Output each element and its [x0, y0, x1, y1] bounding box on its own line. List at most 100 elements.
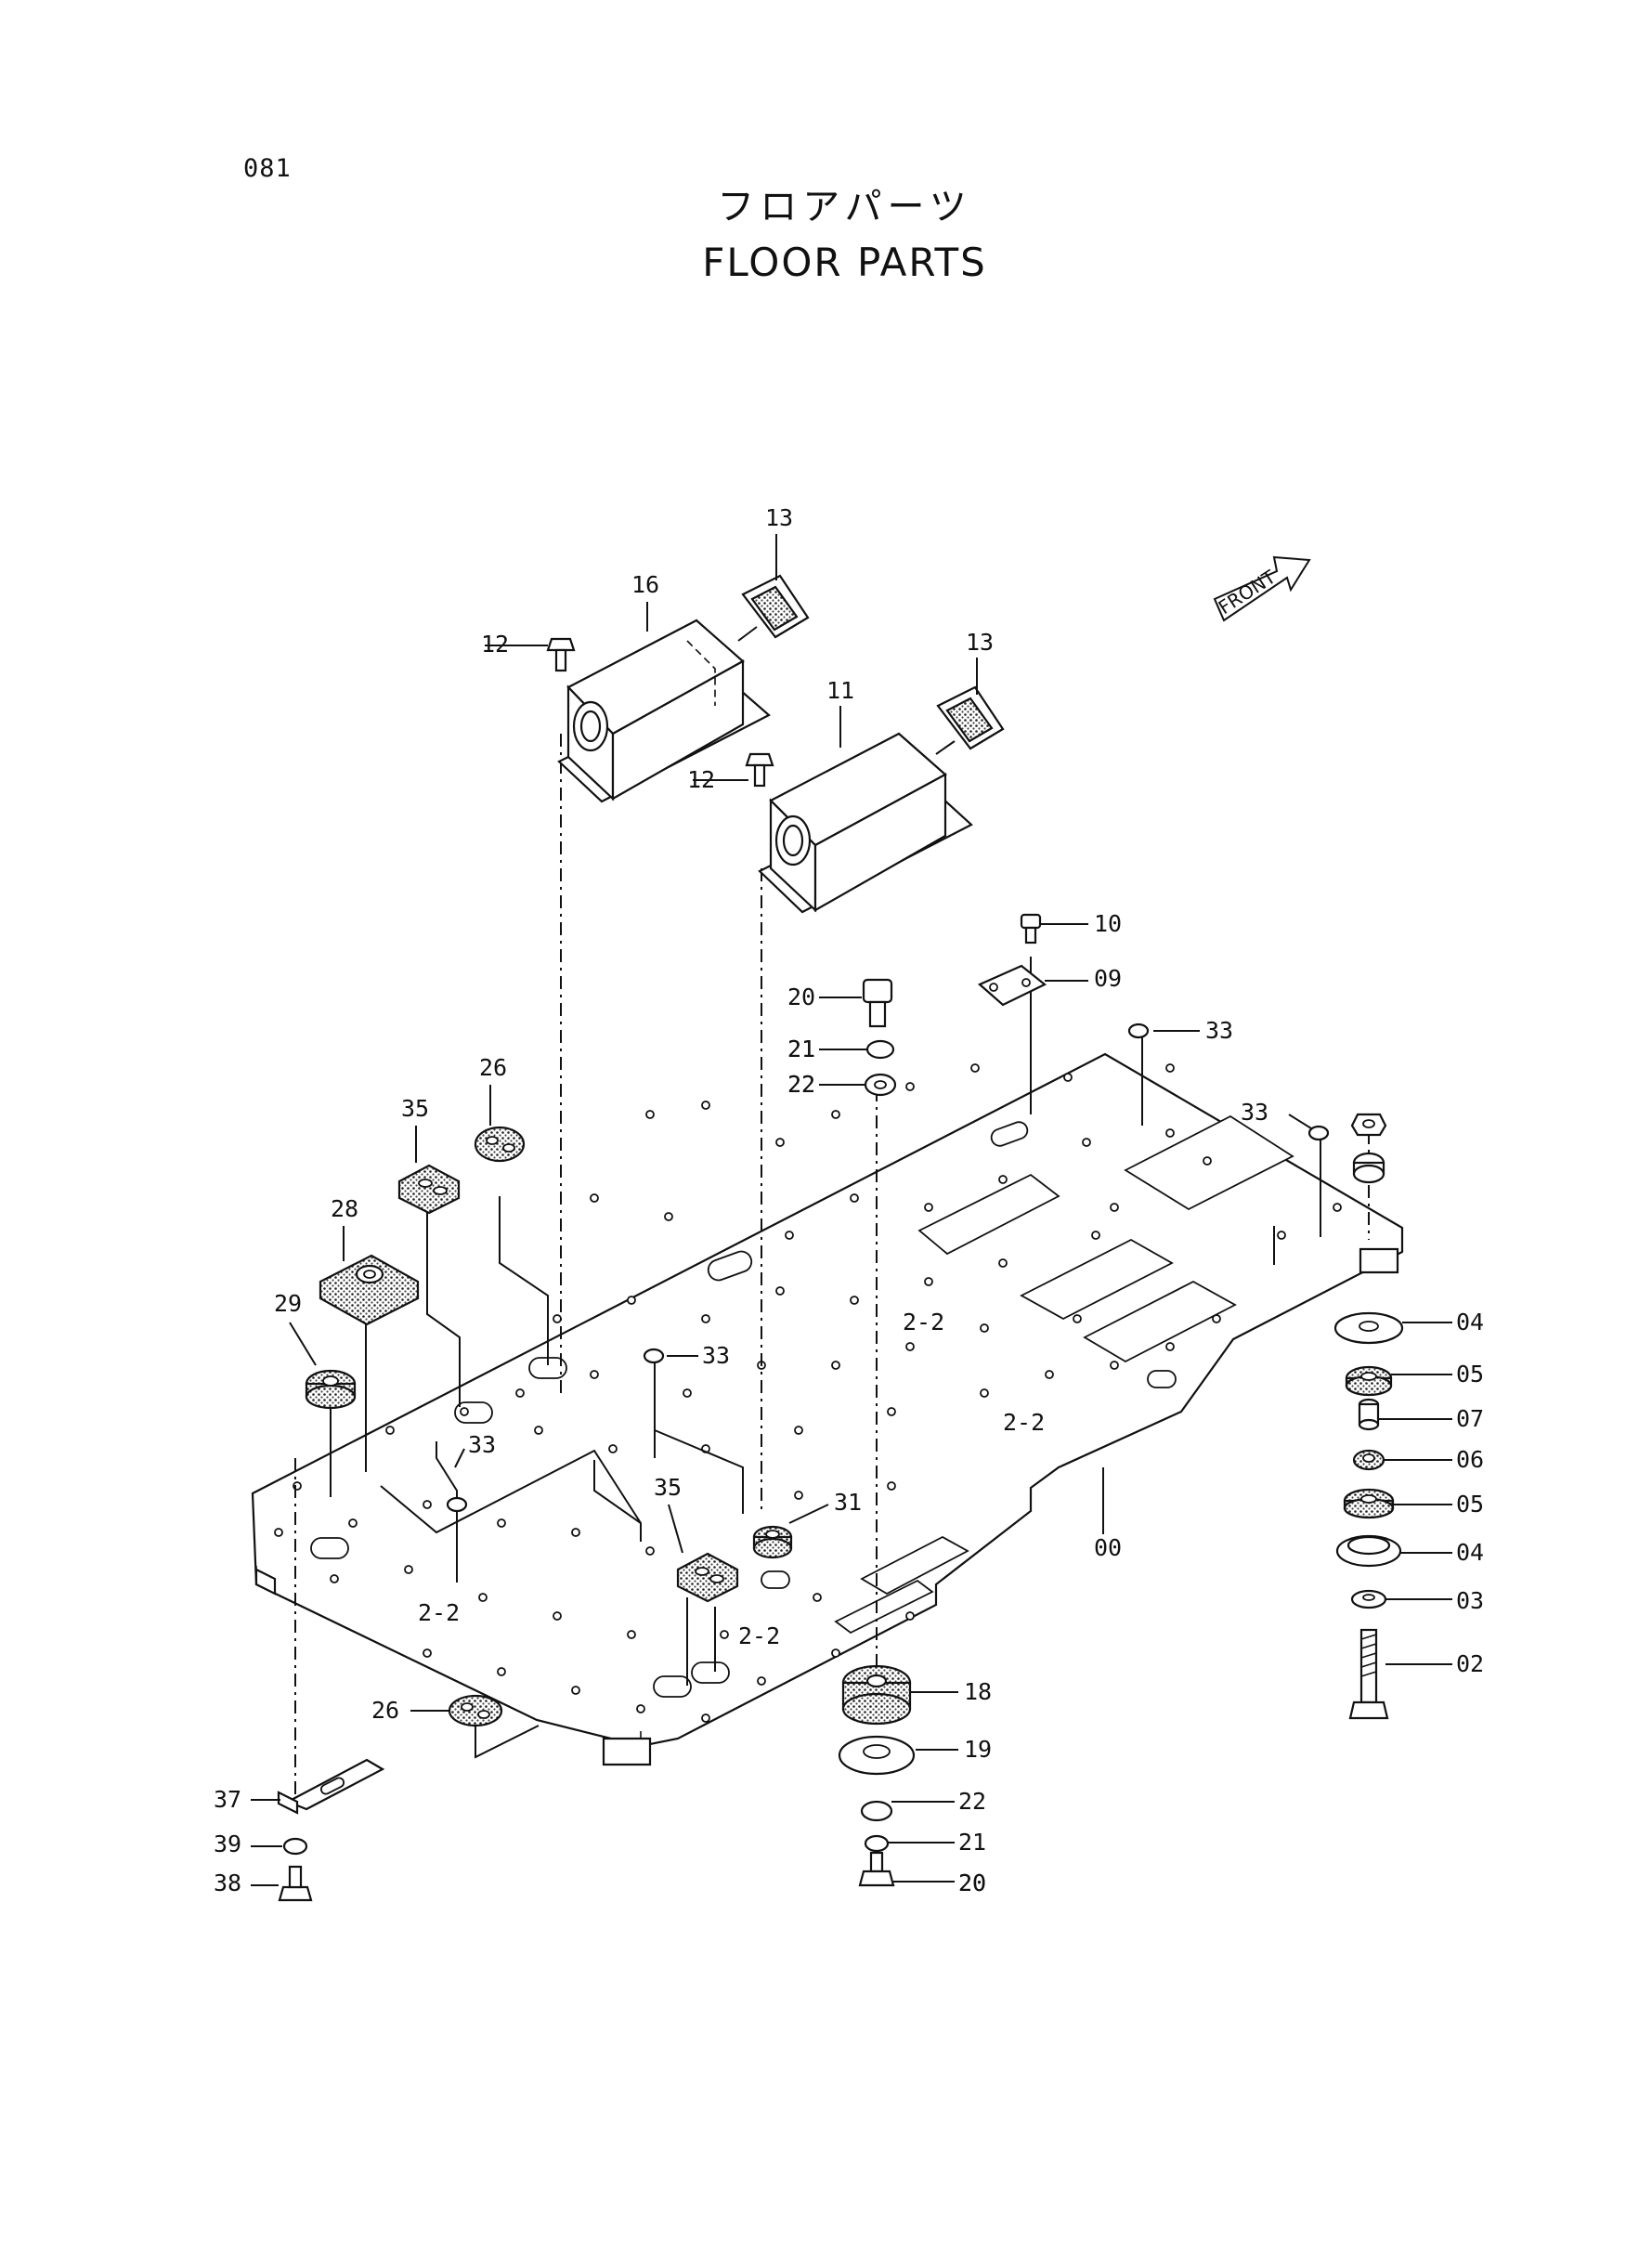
bolt-hole	[1110, 1361, 1119, 1370]
leader-line	[289, 1322, 317, 1366]
part-label-21: 21	[787, 1036, 815, 1062]
blower-unit-11	[758, 732, 973, 914]
part-label-37: 37	[214, 1786, 241, 1813]
page-title-japanese: フロアパーツ	[717, 186, 972, 228]
screw-10	[1020, 913, 1042, 945]
washer-22-bottom	[860, 1800, 893, 1822]
bolt-hole	[274, 1528, 283, 1537]
part-label-33: 33	[1205, 1017, 1233, 1044]
washer-03	[1350, 1589, 1387, 1609]
bolt-hole	[775, 1138, 785, 1147]
part-label-35: 35	[654, 1474, 682, 1501]
part-label-09: 09	[1094, 965, 1122, 992]
bolt-hole	[850, 1296, 859, 1305]
bolt-hole	[1212, 1314, 1221, 1323]
assembly-lines	[294, 734, 1370, 1797]
bolt-hole	[1165, 1342, 1175, 1351]
part-label-19: 19	[964, 1736, 992, 1763]
part-label-28: 28	[331, 1195, 358, 1222]
rubber-pad-28	[319, 1254, 420, 1326]
front-arrow-icon: FRONT	[1213, 555, 1311, 622]
part-label-39: 39	[214, 1831, 241, 1857]
bolt-hole	[701, 1314, 710, 1323]
part-label-18: 18	[964, 1678, 992, 1705]
bolt-hole	[348, 1518, 358, 1528]
part-labels: 0002030404050506070910111212131316181920…	[214, 504, 1484, 1896]
page-title: FLOOR PARTS	[702, 240, 987, 285]
rubber-block-35-top	[397, 1164, 461, 1215]
bolt-hole	[924, 1277, 933, 1286]
pin-33a	[1127, 1023, 1150, 1049]
bolt-hole	[627, 1630, 636, 1639]
part-label-22: 22	[958, 1788, 986, 1815]
page-number: 081	[243, 154, 292, 183]
bolt-hole	[887, 1481, 896, 1491]
part-label-13: 13	[966, 629, 994, 656]
bolt-02	[1348, 1628, 1389, 1720]
part-label-11: 11	[826, 677, 854, 704]
bolt-hole	[757, 1676, 766, 1686]
bolt-38	[278, 1865, 313, 1902]
leader-line	[788, 1504, 829, 1524]
part-label-33: 33	[702, 1342, 730, 1369]
rubber-05-bottom	[1343, 1488, 1395, 1519]
leader-line	[668, 1504, 683, 1554]
part-label-22: 22	[787, 1071, 815, 1098]
bolt-hole	[553, 1314, 562, 1323]
leader-line	[454, 1448, 465, 1468]
part-label-38: 38	[214, 1870, 241, 1896]
bolt-hole	[1082, 1138, 1091, 1147]
bolt-hole	[590, 1370, 599, 1379]
bolt-hole	[1045, 1370, 1054, 1379]
bolt-hole	[1203, 1156, 1212, 1166]
bolt-hole	[1165, 1063, 1175, 1073]
bolt-hole	[404, 1565, 413, 1574]
bolt-hole	[887, 1407, 896, 1416]
bolt-hole	[423, 1500, 432, 1509]
bolt-hole	[1333, 1203, 1342, 1212]
part-label-29: 29	[274, 1290, 302, 1317]
bolt-12a	[546, 637, 576, 672]
part-label-20: 20	[958, 1870, 986, 1896]
part-label-07: 07	[1456, 1405, 1484, 1432]
bolt-hole	[1110, 1203, 1119, 1212]
lock-washer-21-top	[865, 1039, 895, 1060]
anti-vibration-mount-18	[841, 1664, 912, 1726]
bolt-hole	[1073, 1314, 1082, 1323]
part-label-12: 12	[481, 631, 509, 658]
bolt-hole	[905, 1342, 915, 1351]
bolt-hole	[1165, 1128, 1175, 1138]
rubber-mount-29	[305, 1369, 357, 1410]
bolt-hole	[645, 1110, 655, 1119]
part-label-21: 21	[958, 1829, 986, 1856]
svg-text:2-2: 2-2	[903, 1309, 944, 1335]
washer-04-top	[1333, 1311, 1404, 1345]
bolt-hole	[385, 1426, 395, 1435]
part-label-06: 06	[1456, 1446, 1484, 1473]
sleeve-07	[1358, 1398, 1380, 1431]
part-label-33: 33	[468, 1431, 496, 1458]
grille-13a	[737, 574, 810, 642]
bolt-hole	[571, 1528, 580, 1537]
part-label-04: 04	[1456, 1309, 1484, 1335]
bolt-hole	[627, 1296, 636, 1305]
part-label-33: 33	[1241, 1099, 1268, 1126]
part-label-20: 20	[787, 984, 815, 1010]
part-label-13: 13	[765, 504, 793, 531]
part-label-26: 26	[371, 1697, 399, 1724]
bolt-hole	[905, 1082, 915, 1091]
bolt-hole	[813, 1593, 822, 1602]
rubber-block-35-mid	[676, 1552, 739, 1603]
svg-text:2-2: 2-2	[418, 1599, 460, 1626]
blower-unit-16	[557, 619, 771, 803]
bolt-hole	[701, 1101, 710, 1110]
bolt-hole	[785, 1231, 794, 1240]
rubber-mount-31	[752, 1525, 793, 1559]
bolt-20-bottom	[858, 1851, 895, 1887]
pin-33d	[446, 1496, 468, 1523]
rubber-block-26-top	[474, 1126, 526, 1163]
cup-washer-04-bottom	[1335, 1534, 1402, 1568]
bolt-hole	[1063, 1073, 1073, 1082]
bolt-hole	[924, 1203, 933, 1212]
